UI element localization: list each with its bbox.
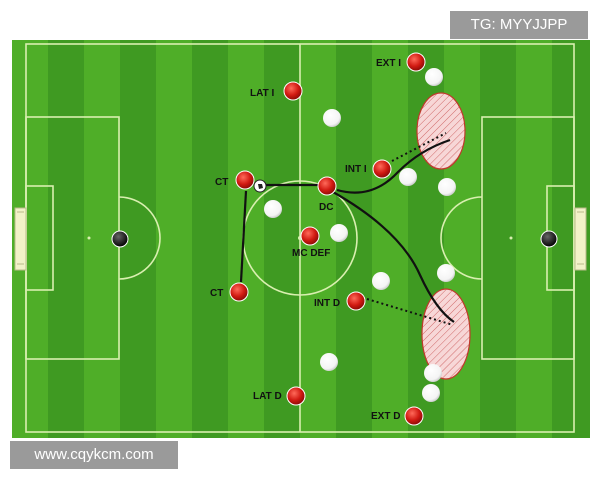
run-dc-to-upper-zone	[336, 138, 451, 194]
label-lat-d: LAT D	[253, 391, 282, 402]
movement-arrows	[239, 138, 455, 323]
label-ct-top: CT	[215, 177, 228, 188]
white-team	[264, 68, 456, 402]
label-ct-bottom: CT	[210, 288, 223, 299]
red-player-ext-i	[406, 52, 426, 72]
right-goal	[574, 207, 587, 271]
label-int-d: INT D	[314, 298, 340, 309]
white-player	[437, 264, 455, 282]
red-player-dc	[317, 176, 337, 196]
player-labels: EXT I LAT I CT DC INT I MC DEF CT INT D …	[210, 58, 401, 422]
left-penalty-spot	[87, 236, 91, 240]
right-goalkeeper	[540, 230, 558, 248]
red-player-lat-i	[283, 81, 303, 101]
white-player	[422, 384, 440, 402]
red-player-ct-bottom	[229, 282, 249, 302]
label-ext-i: EXT I	[376, 58, 401, 69]
white-player	[399, 168, 417, 186]
red-player-mc-def	[300, 226, 320, 246]
red-player-int-d	[346, 291, 366, 311]
target-zone-upper	[416, 92, 466, 170]
white-player	[264, 200, 282, 218]
run-ct-bottom-to-ct-top	[239, 190, 248, 283]
right-penalty-spot	[509, 236, 513, 240]
grass	[12, 40, 590, 438]
white-player	[425, 68, 443, 86]
white-player	[330, 224, 348, 242]
white-player	[323, 109, 341, 127]
label-lat-i: LAT I	[250, 88, 274, 99]
red-player-ext-d	[404, 406, 424, 426]
football-icon	[253, 179, 267, 193]
left-goal	[14, 207, 27, 271]
target-zone-lower	[421, 288, 471, 380]
watermark-url: www.cqykcm.com	[10, 441, 178, 469]
red-player-lat-d	[286, 386, 306, 406]
label-ext-d: EXT D	[371, 411, 400, 422]
white-player	[424, 364, 442, 382]
left-goalkeeper	[111, 230, 129, 248]
label-dc: DC	[319, 202, 333, 213]
right-penalty-arc	[440, 196, 483, 280]
run-dc-to-lower-zone	[332, 191, 455, 323]
dotted-int-i-to-zone	[391, 132, 447, 162]
watermark-telegram: TG: MYYJJPP	[450, 11, 588, 39]
label-mc-def: MC DEF	[292, 248, 330, 259]
white-player	[372, 272, 390, 290]
red-team	[229, 52, 426, 426]
left-penalty-arc	[118, 196, 161, 280]
red-player-ct-top	[235, 170, 255, 190]
pass-arrows-dotted	[366, 132, 454, 326]
white-player	[320, 353, 338, 371]
white-player	[438, 178, 456, 196]
red-player-int-i	[372, 159, 392, 179]
label-int-i: INT I	[345, 164, 367, 175]
